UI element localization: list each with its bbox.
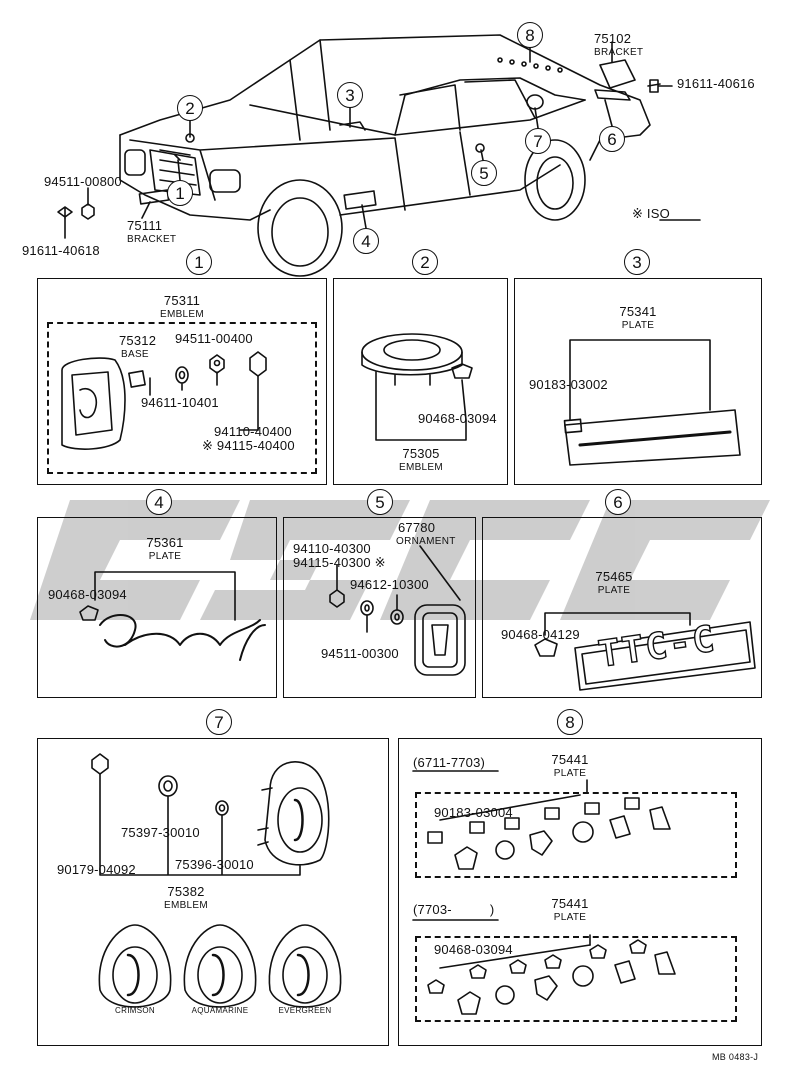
panel4-parts (79, 571, 266, 661)
panel2-parts (361, 333, 473, 441)
emblem-75311-no: 75311 (163, 293, 201, 308)
panel-1-group (47, 322, 317, 474)
plate-75465-name: PLATE (597, 585, 631, 596)
clip-90183-03004: 90183-03004 (434, 805, 513, 820)
panel-3 (514, 278, 762, 485)
ornament-67780-no: 67780 (398, 520, 436, 535)
plate-75465-no: 75465 (595, 569, 633, 584)
panel1-parts (61, 351, 267, 450)
callout-8: 8 (517, 22, 543, 48)
panel-2-number: 2 (412, 249, 438, 275)
callout-6: 6 (599, 126, 625, 152)
callout-2: 2 (177, 95, 203, 121)
bracket-75111-no: 75111 (127, 218, 163, 233)
callout-5: 5 (471, 160, 497, 186)
footer-code: MB 0483-J (712, 1052, 759, 1062)
bolt-91611-40616: 91611-40616 (677, 76, 755, 91)
clip-90468-04129: 90468-04129 (501, 627, 580, 642)
base-75312-no: 75312 (119, 333, 157, 348)
panel7-parts (91, 753, 342, 1008)
emblem-variant-aquamarine: AQUAMARINE (191, 1006, 249, 1015)
callout-4: 4 (353, 228, 379, 254)
nut-90179-04092: 90179-04092 (57, 862, 136, 877)
bracket-75111-name: BRACKET (127, 234, 177, 245)
emblem-variant-evergreen: EVERGREEN (278, 1006, 332, 1015)
base-75312-name: BASE (121, 349, 149, 360)
emblem-75382-no: 75382 (167, 884, 205, 899)
callout-7: 7 (525, 128, 551, 154)
plate-75441-no-a: 75441 (551, 752, 589, 767)
emblem-75382-name: EMBLEM (163, 900, 209, 911)
panel-6-number: 6 (605, 489, 631, 515)
panel-5 (283, 517, 476, 698)
grommet-75396-30010: 75396-30010 (175, 857, 254, 872)
plate-75341-no: 75341 (619, 304, 657, 319)
ornament-67780-name: ORNAMENT (396, 536, 456, 547)
bracket-75102-name: BRACKET (594, 47, 644, 58)
panel-7 (37, 738, 389, 1046)
plate-75341-name: PLATE (621, 320, 655, 331)
bracket-75102-no: 75102 (594, 31, 632, 46)
nut-94115-40400-iso: ※ 94115-40400 (202, 438, 295, 453)
plate-75441-name-a: PLATE (553, 768, 587, 779)
iso-note: ※ ISO (632, 206, 670, 221)
clip-90183-03002: 90183-03002 (529, 377, 608, 392)
panel-3-number: 3 (624, 249, 650, 275)
panel3-parts (563, 339, 741, 466)
plate-75361-no: 75361 (146, 535, 184, 550)
emblem-75305-name: EMBLEM (398, 462, 444, 473)
emblem-75311-name: EMBLEM (159, 309, 205, 320)
panel-8-group-a (415, 792, 737, 878)
panel-6 (482, 517, 762, 698)
plate-75361-name: PLATE (148, 551, 182, 562)
emblem-75305-no: 75305 (402, 446, 440, 461)
bolt-91611-40618: 91611-40618 (22, 243, 100, 258)
nut-94511-00400: 94511-00400 (175, 331, 253, 346)
panel5-parts (329, 545, 466, 676)
panel-5-number: 5 (367, 489, 393, 515)
panel6-parts (534, 612, 756, 691)
clip-90468-03094-p8: 90468-03094 (434, 942, 513, 957)
panel-8 (398, 738, 762, 1046)
clip-90468-03094-p4: 90468-03094 (48, 587, 127, 602)
panel-4-number: 4 (146, 489, 172, 515)
washer-94611-10401: 94611-10401 (141, 395, 219, 410)
panel-4 (37, 517, 277, 698)
nut-94110-40400: 94110-40400 (214, 424, 292, 439)
car-illustration (57, 34, 701, 277)
nut-94115-40300-iso: 94115-40300 ※ (293, 555, 386, 570)
panel-8-number: 8 (557, 709, 583, 735)
panel-2 (333, 278, 508, 485)
emblem-variant-crimson: CRIMSON (115, 1006, 155, 1015)
plate-75441-no-b: 75441 (551, 896, 589, 911)
panel-1-number: 1 (186, 249, 212, 275)
nut-94511-00800: 94511-00800 (44, 174, 122, 189)
grommet-75397-30010: 75397-30010 (121, 825, 200, 840)
callout-1: 1 (167, 180, 193, 206)
washer-94612-10300: 94612-10300 (350, 577, 429, 592)
callout-3: 3 (337, 82, 363, 108)
nut-94110-40300: 94110-40300 (293, 541, 371, 556)
panel-8-group-b (415, 936, 737, 1022)
clip-90468-03094-p2: 90468-03094 (418, 411, 497, 426)
range-6711-7703: (6711-7703) (413, 755, 486, 770)
range-7703: (7703- ) (413, 902, 495, 917)
panel8-parts (412, 770, 676, 1015)
panel-7-number: 7 (206, 709, 232, 735)
nut-94511-00300: 94511-00300 (321, 646, 399, 661)
plate-75441-name-b: PLATE (553, 912, 587, 923)
panel-1 (37, 278, 327, 485)
